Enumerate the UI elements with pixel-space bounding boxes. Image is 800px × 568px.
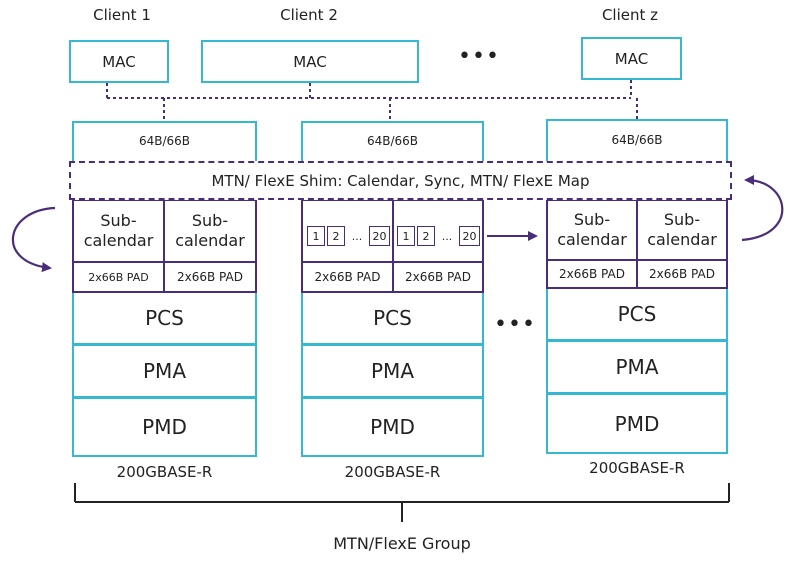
client-z-mac-box: MAC	[581, 37, 682, 80]
sub-calendar: Sub- calendar	[165, 201, 255, 261]
group-label: MTN/FlexE Group	[333, 534, 471, 553]
sub-calendar-line1: Sub-	[663, 210, 701, 229]
pmd-layer: PMD	[614, 411, 660, 436]
client-2-mac-box: MAC	[201, 40, 419, 83]
layer-divider	[546, 339, 728, 342]
calendar-divider	[392, 201, 394, 291]
sub-calendar-line2: calendar	[175, 231, 245, 250]
pcs-layer: PCS	[373, 306, 412, 330]
client-2-label: Client 2	[280, 6, 338, 24]
slot-2: 2	[327, 226, 345, 246]
slot-ellipsis: ...	[441, 229, 453, 243]
phy-3-calendar-block: Sub- calendar Sub- calendar 2x66B PAD 2x…	[546, 199, 728, 289]
sub-calendar-line1: Sub-	[191, 211, 229, 230]
slot-ellipsis: ...	[351, 229, 363, 243]
mac-label: MAC	[102, 52, 136, 71]
client-distribution-bus	[106, 80, 638, 120]
layer-divider	[546, 392, 728, 395]
layer-divider	[301, 396, 484, 399]
sub-calendar: Sub- calendar	[548, 201, 638, 259]
slot-20: 20	[459, 226, 480, 246]
left-loop-arrow	[11, 206, 56, 273]
client-1-label: Client 1	[93, 6, 151, 24]
pma-layer: PMA	[371, 358, 414, 383]
clients-ellipsis: •••	[458, 44, 500, 69]
mac-label: MAC	[293, 52, 327, 71]
layer-divider	[72, 396, 257, 399]
sub-calendar: Sub- calendar	[74, 201, 165, 261]
phys-ellipsis: •••	[494, 312, 536, 337]
slot-1: 1	[397, 226, 415, 246]
client-1-mac-box: MAC	[69, 40, 169, 83]
pad-cell: 2x66B PAD	[303, 261, 392, 291]
sub-calendar-line2: calendar	[557, 230, 627, 249]
layer-divider	[72, 343, 257, 346]
pad-cell: 2x66B PAD	[165, 261, 255, 291]
phy-3-encoding: 64B/66B	[611, 133, 663, 147]
phy-1-calendar-block: Sub- calendar Sub- calendar 2x66B PAD 2x…	[72, 199, 257, 293]
pad-cell: 2x66B PAD	[74, 261, 165, 291]
pad-cell: 2x66B PAD	[638, 259, 726, 287]
pma-layer: PMA	[615, 354, 659, 379]
pcs-layer: PCS	[617, 302, 657, 326]
pad-cell: 2x66B PAD	[548, 259, 638, 287]
sub-calendar-line1: Sub-	[573, 210, 611, 229]
layer-divider	[301, 343, 484, 346]
shim-label: MTN/ FlexE Shim: Calendar, Sync, MTN/ Fl…	[211, 171, 590, 190]
phy-1-encoding: 64B/66B	[138, 134, 191, 148]
client-z-label: Client z	[601, 6, 659, 24]
group-bracket	[74, 483, 730, 522]
phy-1-name: 200GBASE-R	[116, 463, 213, 481]
sub-calendar-line1: Sub-	[100, 211, 137, 230]
mac-label: MAC	[614, 49, 649, 68]
sub-calendar: Sub- calendar	[638, 201, 726, 259]
right-loop-arrow	[741, 175, 784, 242]
slot-2: 2	[417, 226, 435, 246]
slot-20: 20	[369, 226, 390, 246]
phy-3-name: 200GBASE-R	[589, 459, 685, 477]
pma-layer: PMA	[143, 358, 186, 383]
phy-2-encoding: 64B/66B	[366, 134, 419, 148]
pmd-layer: PMD	[370, 415, 415, 439]
pad-cell: 2x66B PAD	[394, 261, 482, 291]
pcs-layer: PCS	[145, 306, 184, 330]
slot-1: 1	[307, 226, 325, 246]
pmd-layer: PMD	[142, 415, 187, 439]
phy-2-name: 200GBASE-R	[344, 463, 441, 481]
phy-2-calendar-block: 1 2 ... 20 1 2 ... 20 2x66B PAD 2x66B PA…	[301, 199, 484, 293]
sub-calendar-line2: calendar	[83, 231, 154, 250]
sub-calendar-line2: calendar	[647, 230, 717, 249]
flexe-shim-bar: MTN/ FlexE Shim: Calendar, Sync, MTN/ Fl…	[69, 161, 732, 200]
